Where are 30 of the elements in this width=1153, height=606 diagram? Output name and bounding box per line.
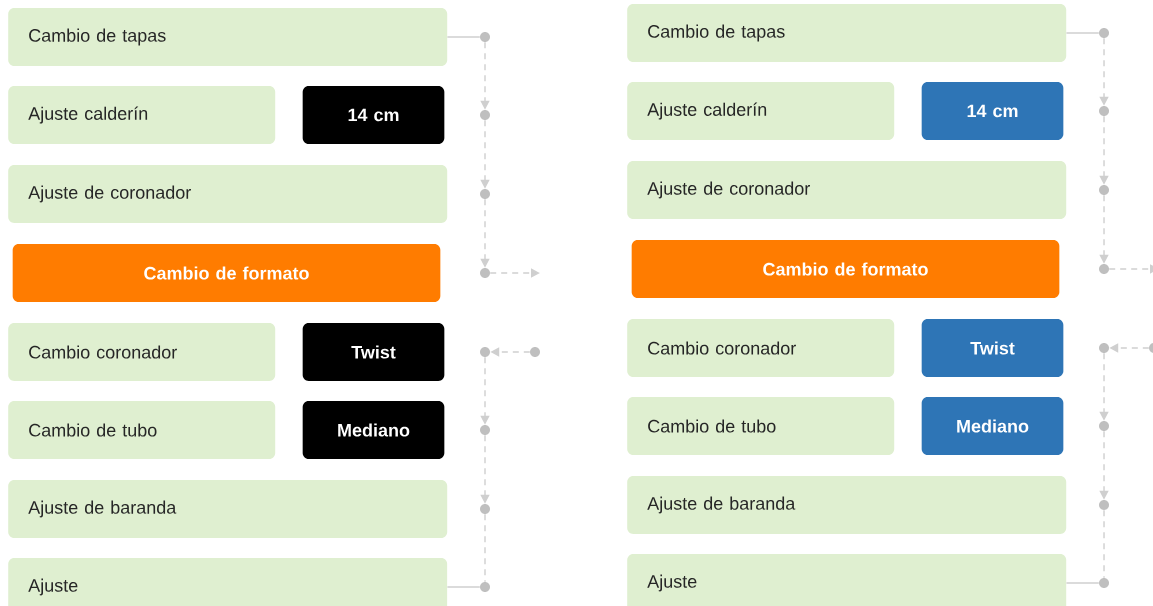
value-badge: Mediano [921, 397, 1064, 455]
step-box: Ajuste calderín [627, 82, 895, 140]
value-badge: Mediano [302, 401, 445, 459]
step-box: Ajuste calderín [8, 86, 276, 144]
step-box: Ajuste de baranda [8, 480, 448, 538]
value-badge: Twist [302, 323, 445, 381]
value-badge: 14 cm [921, 82, 1064, 140]
step-box: Cambio coronador [627, 319, 895, 377]
step-box: Cambio de tapas [8, 8, 448, 66]
arrow [1108, 264, 1153, 274]
connector-line [446, 36, 481, 38]
step-box: Ajuste [627, 554, 1067, 606]
connector-line [1065, 32, 1100, 34]
step-box: Cambio de tubo [8, 401, 276, 459]
value-badge: 14 cm [302, 86, 445, 144]
step-box: Cambio coronador [8, 323, 276, 381]
step-box: Cambio de tapas [627, 4, 1067, 62]
step-box: Ajuste de coronador [8, 165, 448, 223]
format-change-bar: Cambio de formato [631, 240, 1060, 298]
connector-line [484, 513, 486, 583]
connector-line [446, 586, 481, 588]
step-box: Cambio de tubo [627, 397, 895, 455]
step-box: Ajuste de coronador [627, 161, 1067, 219]
format-change-bar: Cambio de formato [12, 244, 441, 302]
value-badge: Twist [921, 319, 1064, 377]
step-box: Ajuste [8, 558, 448, 606]
connector-line [1065, 582, 1100, 584]
connector-line [1103, 509, 1105, 579]
arrow [489, 268, 540, 278]
step-box: Ajuste de baranda [627, 476, 1067, 534]
